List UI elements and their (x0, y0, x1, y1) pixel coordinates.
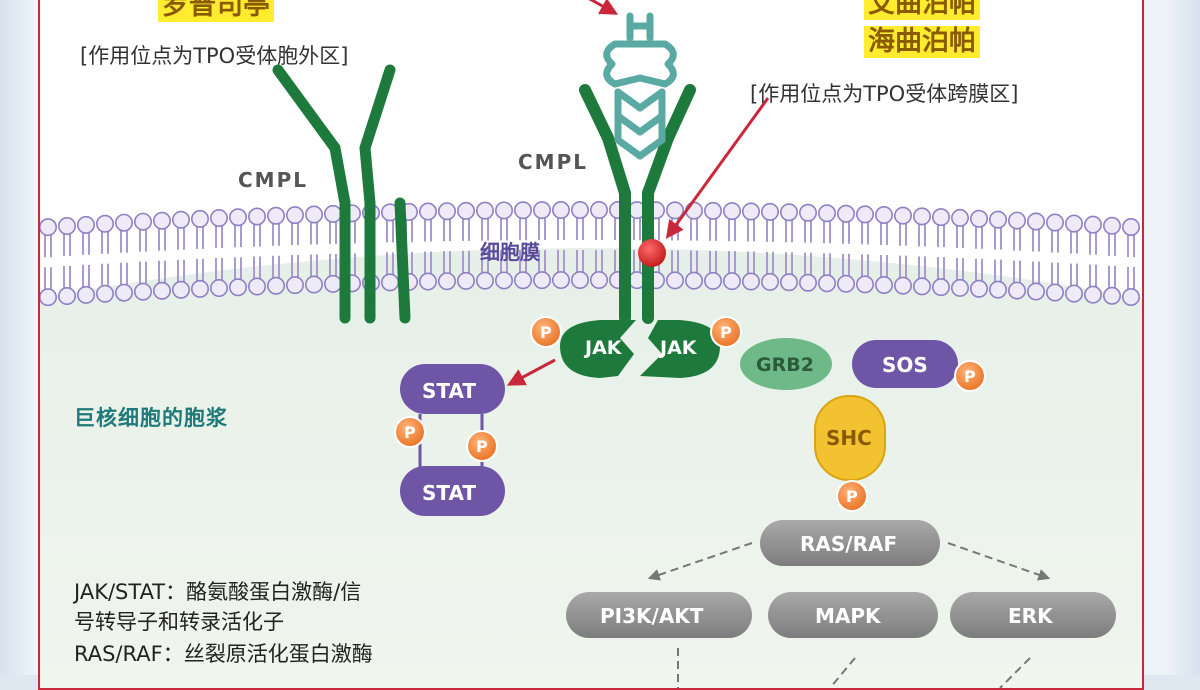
erk: ERK (950, 592, 1116, 638)
phosphate-circle (710, 316, 742, 348)
sos-label: SOS (882, 353, 928, 377)
cytoplasm-label: 巨核细胞的胞浆 (74, 406, 228, 430)
left-cmpl-receptor (272, 64, 411, 324)
left-drug-name: 罗普司亭 (158, 0, 274, 22)
legend-line-3: RAS/RAF：丝裂原活化蛋白激酶 (74, 642, 373, 666)
shc-label: SHC (826, 426, 872, 450)
extracellular-site-note: [作用位点为TPO受体胞外区] (80, 44, 349, 68)
sos: SOS (852, 340, 958, 388)
mapk-label: MAPK (815, 604, 882, 628)
jak-left: JAK (560, 320, 636, 378)
grb2: GRB2 (740, 338, 832, 390)
jak-right-label: JAK (658, 337, 698, 359)
diagram-panel: JAK JAK STAT STAT GRB2 SOS SH (38, 0, 1144, 690)
jak-right: JAK (640, 320, 720, 378)
stat-top-label: STAT (422, 379, 476, 403)
phosphate-label: P (404, 423, 416, 442)
grb2-label: GRB2 (756, 354, 814, 376)
jak-left-label: JAK (583, 337, 623, 359)
phosphate-label: P (846, 487, 858, 506)
phosphate-label: P (540, 323, 552, 342)
phosphate-label: P (964, 367, 976, 386)
drug-arrow-top (588, 0, 619, 15)
erk-label: ERK (1008, 604, 1054, 628)
phosphate-label: P (720, 323, 732, 342)
stat-bottom-label: STAT (422, 481, 476, 505)
jak-to-stat-arrow (506, 358, 556, 386)
pathway-diagram: JAK JAK STAT STAT GRB2 SOS SH (40, 0, 1142, 688)
tpo-ligand (603, 12, 677, 160)
membrane-label: 细胞膜 (480, 240, 540, 264)
legend-line-2: 号转导子和转录活化子 (74, 610, 284, 634)
ras-to-pi3k-arrow (647, 542, 753, 581)
phosphate-circle (954, 360, 986, 392)
phosphate-circle (394, 416, 426, 448)
left-cmpl-label: CMPL (238, 168, 308, 192)
drug-arrow-transmembrane (665, 97, 770, 239)
phosphate-circle (836, 480, 868, 512)
pi3k-akt-label: PI3K/AKT (600, 604, 704, 628)
right-drug-name-1: 艾曲泊帕 (864, 0, 980, 20)
ras-raf: RAS/RAF (760, 520, 940, 566)
pi3k-akt: PI3K/AKT (566, 592, 752, 638)
phosphate-circle (466, 430, 498, 462)
phosphate-groups: P P P P P P (394, 316, 986, 512)
stat-bottom: STAT (400, 466, 505, 516)
right-drug-name-2: 海曲泊帕 (864, 26, 980, 58)
phosphate-label: P (476, 437, 488, 456)
cell-membrane (40, 201, 1141, 307)
ras-to-erk-arrow (947, 542, 1051, 581)
mapk: MAPK (768, 592, 938, 638)
phosphate-circle (530, 316, 562, 348)
shc: SHC (814, 395, 886, 481)
ras-raf-label: RAS/RAF (800, 532, 897, 556)
transmembrane-site-note: [作用位点为TPO受体跨膜区] (750, 82, 1019, 106)
legend-line-1: JAK/STAT：酪氨酸蛋白激酶/信 (74, 580, 362, 604)
right-cmpl-label: CMPL (518, 150, 588, 174)
transmembrane-binding-site (638, 239, 666, 267)
stat-top: STAT (400, 364, 505, 414)
